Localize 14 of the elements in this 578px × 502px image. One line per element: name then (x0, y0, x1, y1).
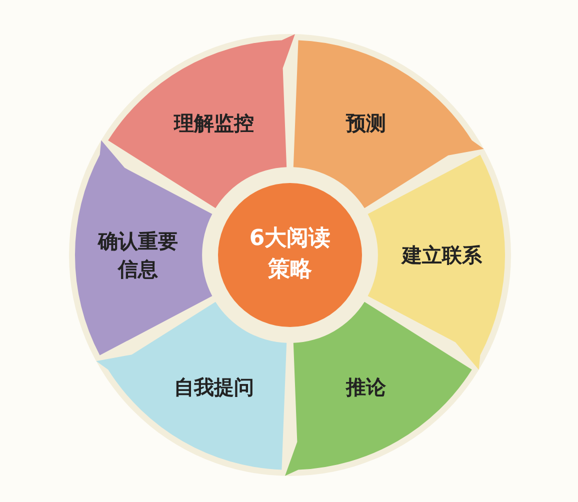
ring-segment (285, 302, 472, 476)
ring-segment (108, 34, 295, 208)
center-circle (218, 183, 362, 327)
ring-segment (74, 140, 212, 356)
segment-label: 推论 (344, 374, 387, 401)
ring-segment (293, 40, 484, 208)
segment-label: 自我提问 (173, 374, 255, 401)
segment-label: 理解监控 (172, 110, 255, 138)
ring-segment (368, 154, 506, 370)
segment-label: 预测 (344, 110, 387, 138)
ring-segment (96, 302, 287, 470)
center-title: 6大阅读策略 (248, 225, 332, 284)
segment-label: 确认重要信息 (96, 228, 179, 283)
segment-label: 建立联系 (400, 242, 483, 269)
